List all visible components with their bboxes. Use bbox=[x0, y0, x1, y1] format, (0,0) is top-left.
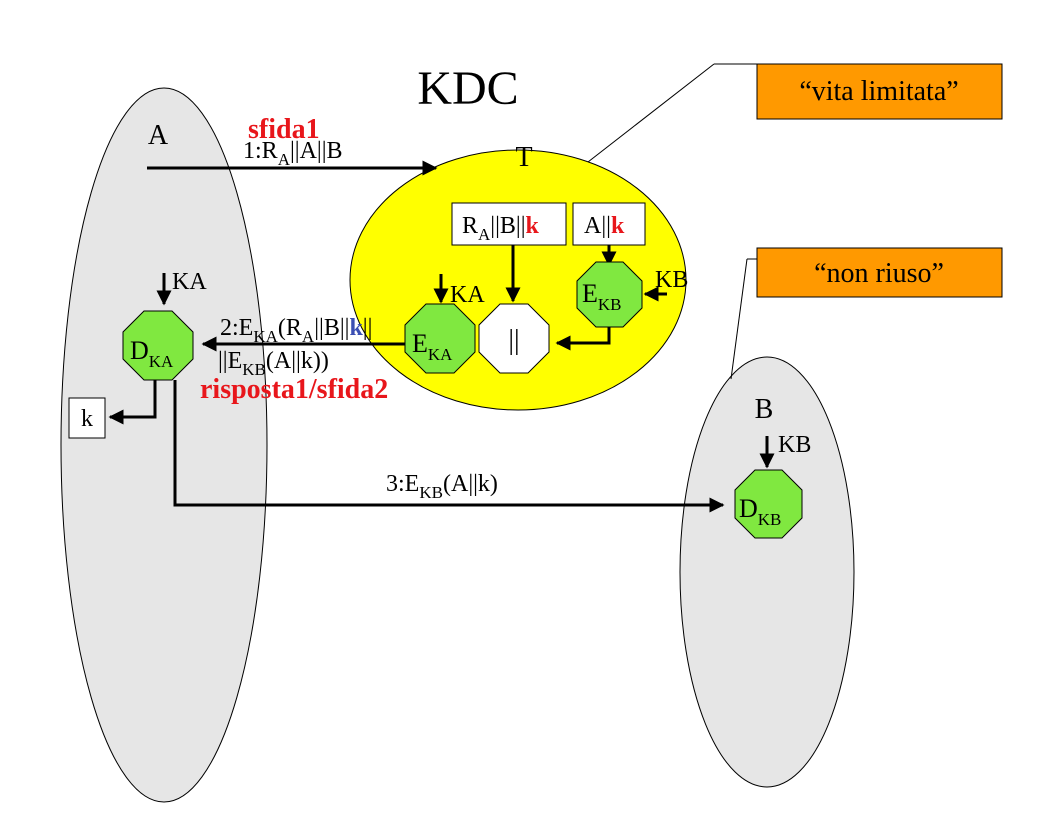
actor-t-label: T bbox=[515, 142, 532, 173]
note-lifetime-box bbox=[756, 63, 1003, 120]
concat-label: || bbox=[508, 325, 519, 356]
actor-b-label: B bbox=[755, 394, 774, 425]
key-ka-a-label: KA bbox=[172, 269, 207, 295]
challenge1-label: sfida1 bbox=[248, 114, 320, 145]
page-title: KDC bbox=[417, 62, 518, 115]
decrypt-ka-node bbox=[122, 310, 194, 381]
concat-node bbox=[478, 303, 550, 374]
key-kb-kdc-label: KB bbox=[655, 267, 688, 293]
message-2-label-line1: 2:EKA(RA||B||k|| bbox=[220, 315, 372, 346]
note-lifetime: “vita limitata” bbox=[799, 76, 958, 107]
message-3-label: 3:EKB(A||k) bbox=[386, 471, 498, 502]
note-no-reuse-box bbox=[756, 247, 1003, 298]
encrypt-ka-node bbox=[404, 303, 476, 374]
note-no-reuse: “non riuso” bbox=[814, 258, 944, 289]
note-lifetime-leader-diag bbox=[587, 63, 715, 163]
region-a bbox=[60, 87, 268, 803]
note-no-reuse-leader-diag bbox=[730, 258, 748, 380]
arrow-dka-to-k bbox=[108, 380, 157, 425]
decrypt-kb-label: DKB bbox=[739, 494, 781, 529]
actor-a-label: A bbox=[148, 120, 169, 151]
plaintext-box-ra-b-k bbox=[451, 202, 567, 246]
region-b bbox=[679, 356, 855, 788]
plaintext-a-k: A||k bbox=[584, 213, 625, 239]
encrypt-ka-label: EKA bbox=[412, 329, 453, 364]
session-key-output: k bbox=[81, 406, 93, 432]
arrow-ekb-to-concat bbox=[555, 327, 611, 351]
encrypt-kb-label: EKB bbox=[582, 279, 622, 314]
session-key-box bbox=[68, 397, 106, 439]
decrypt-ka-label: DKA bbox=[130, 336, 174, 371]
message-2-label-line2: ||EKB(A||k)) bbox=[218, 348, 329, 379]
response1-label: risposta1/sfida2 bbox=[200, 374, 388, 405]
encrypt-kb-node bbox=[576, 261, 643, 328]
message-3-arrow bbox=[173, 380, 725, 513]
message-1-label: 1:RA||A||B bbox=[243, 138, 343, 169]
key-kb-b-label: KB bbox=[778, 432, 811, 458]
key-ka-kdc-label: KA bbox=[450, 282, 485, 308]
plaintext-ra-b-k: RA||B||k bbox=[462, 213, 540, 244]
decrypt-kb-node bbox=[734, 469, 803, 539]
